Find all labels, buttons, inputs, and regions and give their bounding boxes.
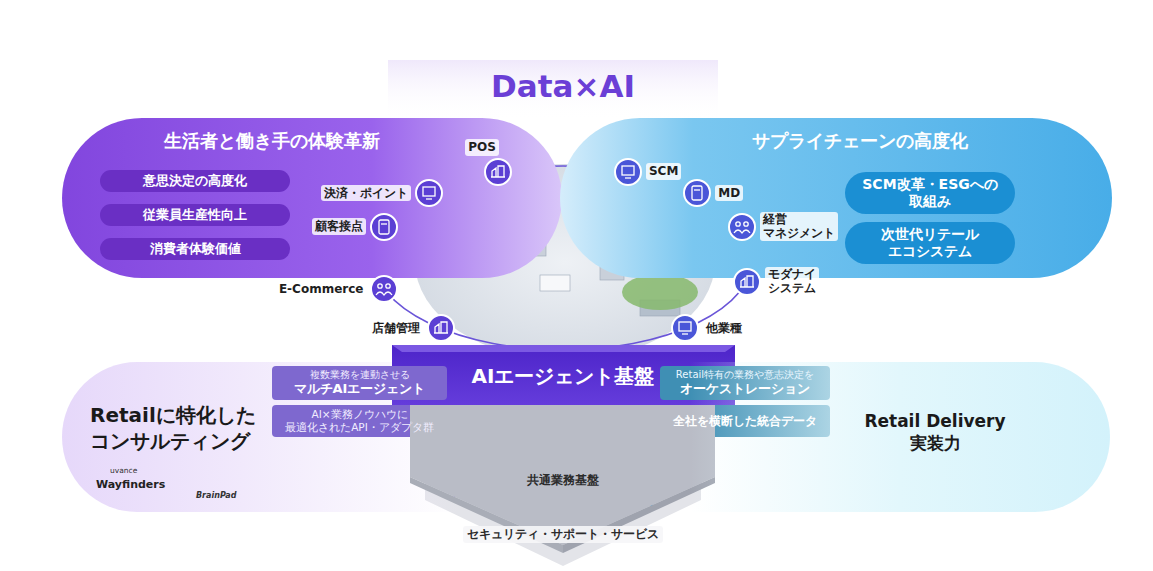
node-text: SCM改革・ESGへの 取組み [853, 176, 1007, 210]
function-label: 顧客接点 [312, 218, 366, 234]
function-icon: 経営 マネジメント [728, 213, 756, 241]
panel-heading: 生活者と働き手の体験革新 [82, 130, 462, 152]
function-icon: モダナイ システム [733, 268, 761, 296]
function-icon: 店舗管理 [427, 314, 455, 342]
function-label: 店舗管理 [369, 320, 423, 336]
logo-text: BrainPad [196, 491, 236, 500]
function-label: SCM [646, 163, 681, 179]
diagram-title: Data×AI [388, 68, 738, 104]
function-label: 経営 マネジメント [760, 212, 838, 242]
icon-symbol [671, 314, 699, 342]
icon-symbol [427, 314, 455, 342]
function-label: POS [465, 139, 499, 155]
node-text: 複数業務を連動させる [310, 369, 410, 381]
function-label: モダナイ システム [765, 267, 819, 297]
node-text: Retail特有の業務や意志決定を [676, 369, 814, 381]
function-label: 決済・ポイント [321, 185, 411, 201]
function-icon: MD [683, 179, 711, 207]
theme-item: 従業員生産性向上 [100, 204, 290, 226]
platform-feature: AI×業務ノウハウに 最適化されたAPI・アダプタ群 [272, 405, 447, 437]
logo-text: uvance [110, 466, 137, 475]
function-label: 他業種 [703, 320, 745, 336]
node-text: 次世代リテール エコシステム [853, 226, 1007, 260]
function-icon: SCM [614, 158, 642, 186]
node-text: AIエージェント基盤 [443, 364, 683, 388]
function-icon: E-Commerce [370, 275, 398, 303]
function-label: E-Commerce [276, 281, 367, 297]
icon-symbol [415, 179, 443, 207]
node-text: 共通業務基盤 [483, 473, 643, 487]
platform-feature: 複数業務を連動させるマルチAIエージェント [272, 366, 447, 400]
logo-text: Wayfinders [96, 478, 165, 491]
node-text: AI×業務ノウハウに 最適化されたAPI・アダプタ群 [278, 408, 441, 434]
icon-symbol [484, 158, 512, 186]
node-text: マルチAIエージェント [294, 381, 426, 397]
icon-symbol [370, 213, 398, 241]
node-text: 従業員生産性向上 [143, 207, 247, 223]
function-label: MD [715, 185, 743, 201]
theme-item: SCM改革・ESGへの 取組み [845, 172, 1015, 214]
layer-label: セキュリティ・サポート・サービス [463, 526, 663, 543]
function-icon: 顧客接点 [370, 213, 398, 241]
icon-symbol [728, 213, 756, 241]
theme-item: 消費者体験価値 [100, 238, 290, 260]
panel-heading: サプライチェーンの高度化 [710, 130, 1010, 152]
icon-symbol [733, 268, 761, 296]
node-text: 消費者体験価値 [150, 241, 241, 257]
function-icon: 決済・ポイント [415, 179, 443, 207]
icon-symbol [370, 275, 398, 303]
node-text: 意思決定の高度化 [143, 173, 247, 189]
function-icon: POS [484, 158, 512, 186]
icon-symbol [683, 179, 711, 207]
theme-panel: サプライチェーンの高度化 SCM改革・ESGへの 取組み次世代リテール エコシステ… [560, 118, 1112, 278]
common-platform: 共通業務基盤 [408, 395, 718, 570]
icon-symbol [614, 158, 642, 186]
node-text: オーケストレーション [680, 381, 810, 397]
theme-item: 次世代リテール エコシステム [845, 222, 1015, 264]
node-text: 全社を横断した統合データ [673, 414, 817, 428]
theme-item: 意思決定の高度化 [100, 170, 290, 192]
platform-feature: Retail特有の業務や意志決定をオーケストレーション [660, 366, 830, 400]
function-icon: 他業種 [671, 314, 699, 342]
node-text: Retail Delivery 実装力 [855, 410, 1015, 454]
